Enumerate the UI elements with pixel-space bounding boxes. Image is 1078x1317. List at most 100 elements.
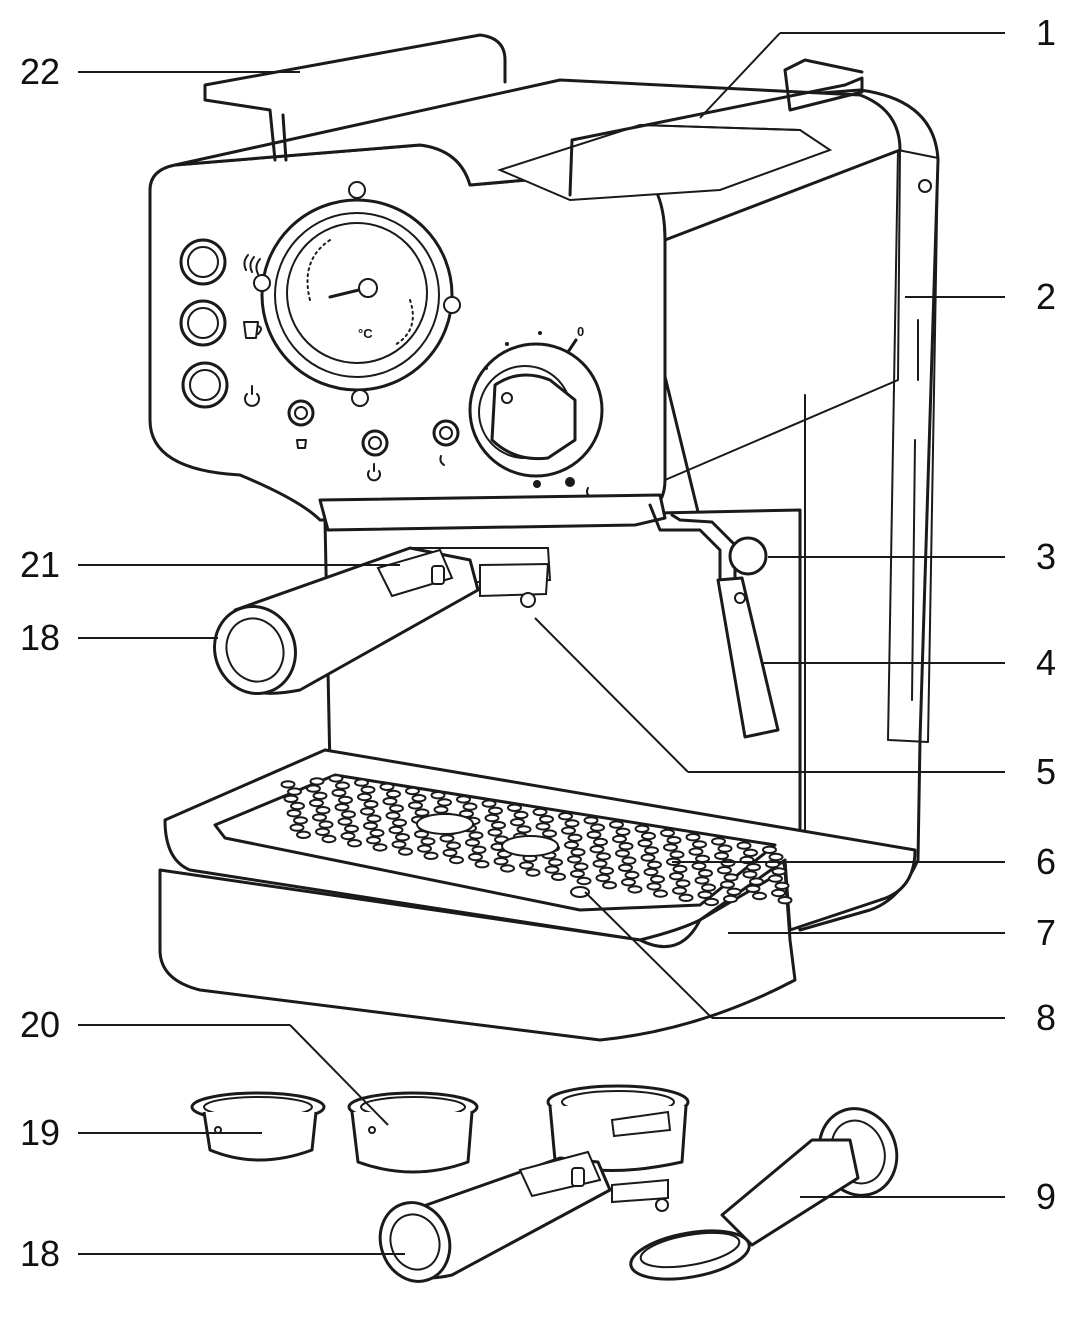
drip-tray-hole — [643, 867, 659, 877]
drip-tray-hole — [660, 828, 675, 838]
drip-tray-hole — [471, 845, 487, 854]
drip-tray-hole — [561, 826, 576, 835]
drip-tray-hole — [493, 857, 509, 866]
drip-tray-hole — [535, 822, 551, 831]
drip-tray-hole — [653, 889, 668, 898]
indicator-light-power — [361, 429, 389, 482]
drip-tray-hole — [609, 820, 624, 829]
drip-tray-hole — [293, 816, 308, 825]
drip-tray-hole — [283, 794, 299, 803]
drip-tray-hole — [388, 825, 404, 835]
selector-dial: 0 — [468, 324, 604, 498]
drip-tray-hole — [621, 856, 637, 865]
drip-tray-hole — [698, 869, 713, 878]
drip-tray-hole — [685, 833, 701, 842]
drip-tray-hole — [289, 823, 305, 832]
drip-tray-hole — [369, 828, 385, 838]
drip-tray-hole — [678, 893, 694, 902]
drip-tray-hole — [491, 821, 506, 830]
portafilter-loose — [378, 1084, 690, 1283]
drip-tray-hole — [395, 833, 410, 842]
drip-tray-hole — [414, 830, 429, 839]
drip-tray-hole — [573, 862, 589, 871]
callout-9: 9 — [1036, 1176, 1056, 1217]
drip-tray-hole — [742, 870, 758, 879]
callout-18-bottom: 18 — [20, 1233, 60, 1274]
drip-tray-hole — [430, 791, 446, 800]
drip-tray-hole — [309, 798, 324, 808]
drip-tray-hole — [516, 825, 532, 834]
drip-tray-hole — [437, 798, 452, 807]
drip-tray-hole — [389, 804, 404, 813]
drip-tray-hole — [449, 855, 464, 865]
drip-tray-hole — [513, 810, 529, 820]
drip-tray-hole — [596, 852, 611, 861]
knob-coffee — [179, 299, 227, 347]
carry-handle — [203, 33, 507, 162]
drip-tray-hole — [644, 846, 659, 855]
drip-tray-hole — [411, 794, 427, 803]
drip-tray-hole — [615, 849, 630, 858]
drip-tray-hole — [507, 803, 522, 812]
drip-tray-hole — [650, 875, 665, 884]
drip-tray-hole — [519, 861, 534, 870]
drip-tray-hole — [640, 853, 656, 862]
drip-tray-hole — [286, 809, 302, 818]
drip-tray-hole — [615, 827, 631, 836]
callout-22: 22 — [20, 51, 60, 92]
drip-tray-hole — [624, 870, 640, 880]
drip-tray-hole — [762, 845, 777, 854]
drip-tray-hole — [723, 873, 739, 882]
drip-tray-hole — [771, 867, 787, 876]
drip-tray-hole — [414, 808, 430, 817]
drip-tray-hole — [692, 840, 707, 849]
drip-tray-hole — [468, 831, 484, 840]
drip-tray-hole — [641, 831, 656, 841]
steam-wand — [648, 503, 780, 739]
drip-tray-hole — [558, 812, 573, 821]
drip-tray-hole — [484, 813, 500, 823]
drip-tray-hole — [408, 801, 423, 810]
drip-tray-hole — [551, 872, 566, 881]
drip-tray-hole — [726, 887, 742, 896]
callout-4: 4 — [1036, 642, 1056, 683]
callout-1: 1 — [1036, 12, 1056, 53]
drip-tray-hole — [360, 807, 375, 816]
drip-tray-hole — [331, 788, 347, 797]
drip-tray-hole — [637, 839, 653, 848]
drip-tray-hole — [354, 778, 369, 787]
dial-zero-label: 0 — [577, 324, 584, 339]
drip-tray-hole — [334, 803, 350, 812]
drip-tray-hole — [442, 848, 458, 857]
drip-tray-hole — [341, 810, 356, 819]
power-icon — [244, 385, 260, 407]
drip-tray-hole — [647, 860, 662, 869]
drip-tray-hole — [589, 845, 605, 854]
drip-tray-hole — [771, 888, 786, 898]
drip-tray-hole — [439, 834, 455, 843]
drip-tray-hole — [309, 777, 325, 786]
callout-labels: 22 1 2 3 21 18 4 5 6 7 8 20 19 9 18 — [20, 12, 1056, 1274]
drip-tray-hole — [590, 823, 605, 832]
callout-20: 20 — [20, 1004, 60, 1045]
drip-tray-hole — [646, 882, 662, 891]
drip-tray-hole — [318, 820, 334, 829]
drip-tray-hole — [704, 897, 719, 907]
drip-tray-hole — [338, 795, 353, 805]
callout-18-top: 18 — [20, 617, 60, 658]
drip-tray-hole — [344, 824, 359, 833]
drip-tray-hole — [290, 801, 305, 811]
drip-tray-hole — [335, 781, 350, 790]
steam-knob — [728, 536, 768, 576]
drip-tray-hole — [711, 837, 726, 846]
drip-tray-hole — [382, 797, 398, 806]
drip-tray-hole — [366, 836, 381, 845]
drip-tray-hole — [570, 848, 586, 857]
drip-tray-hole — [487, 828, 503, 837]
drip-tray-hole — [544, 865, 560, 874]
drip-tray-hole — [745, 884, 761, 893]
drip-tray-hole — [420, 837, 436, 846]
drip-tray-hole — [280, 780, 296, 789]
indicator-light-coffee — [287, 399, 315, 449]
